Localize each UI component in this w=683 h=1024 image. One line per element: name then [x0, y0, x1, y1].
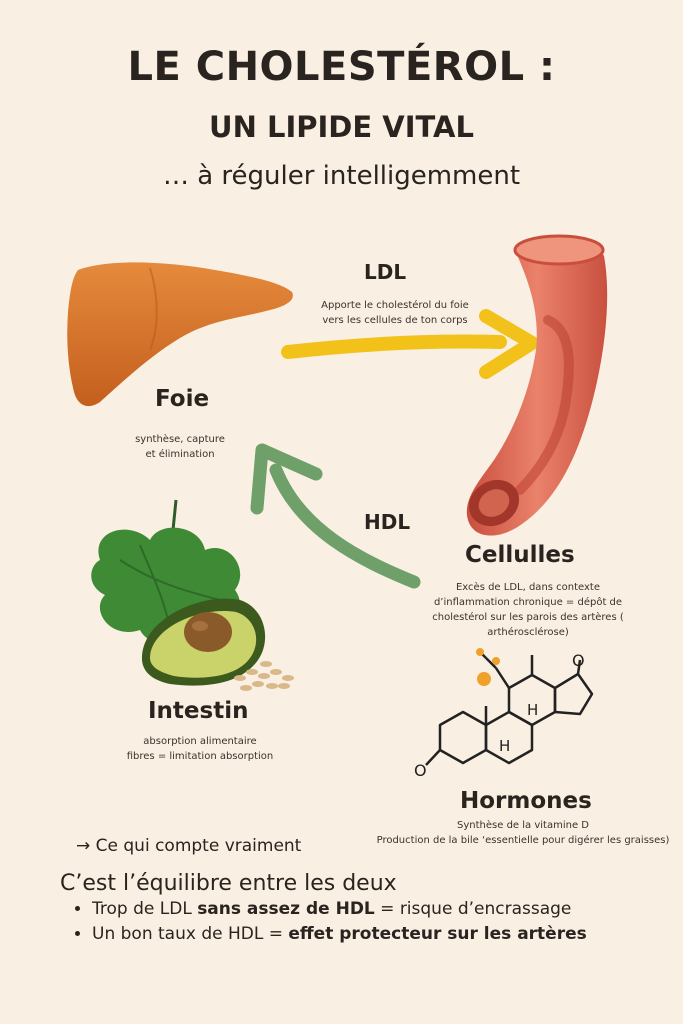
cellules-label: Cellulles — [465, 542, 575, 568]
hormones-label: Hormones — [460, 788, 592, 814]
hormones-description: Synthèse de la vitamine D Production de … — [370, 818, 676, 848]
artery-icon — [466, 234, 608, 536]
bullet-text: Trop de LDL — [92, 899, 198, 919]
cellules-desc-line: Excès de LDL, dans contexte — [455, 582, 601, 593]
ldl-desc-line: vers les cellules de ton corps — [322, 315, 468, 326]
foie-desc-line: et élimination — [145, 449, 215, 460]
bullet-item: Un bon taux de HDL = effet protecteur su… — [92, 922, 683, 947]
hormones-desc-line: Production de la bile ‘essentielle pour … — [376, 835, 670, 846]
hormones-desc-line: Synthèse de la vitamine D — [457, 820, 589, 831]
molecule-o-label-2: O — [572, 651, 585, 670]
footer-lead: → Ce qui compte vraiment — [76, 836, 302, 856]
hormone-side-chain-icon — [476, 648, 500, 686]
bullet-text: = risque d’encrassage — [374, 899, 572, 919]
ldl-desc-line: Apporte le cholestérol du foie — [321, 300, 469, 311]
molecule-o-label-1: O — [414, 761, 427, 780]
title-line-3: … à réguler intelligemment — [162, 161, 521, 191]
bullet-bold-text: effet protecteur sur les artères — [288, 924, 587, 944]
ldl-arrow — [281, 309, 539, 379]
bullet-item: Trop de LDL sans assez de HDL = risque d… — [92, 897, 683, 922]
intestin-desc-line: absorption alimentaire — [143, 736, 257, 747]
molecule-h-label-2: H — [499, 737, 510, 755]
steroid-molecule-icon — [425, 649, 594, 766]
foie-label: Foie — [155, 386, 210, 412]
footer-conclusion: C’est l’équilibre entre les deux — [60, 871, 397, 896]
bullet-text: Un bon taux de HDL = — [92, 924, 289, 944]
cellules-desc-line: d’inflammation chronique = dépôt de — [433, 597, 623, 608]
foie-desc-line: synthèse, capture — [135, 434, 225, 445]
title-line-2: UN LIPIDE VITAL — [209, 110, 474, 144]
ldl-label: LDL — [364, 260, 407, 284]
cellules-desc-line: cholestérol sur les parois des artères ( — [432, 612, 624, 623]
molecule-h-label-1: H — [527, 701, 538, 719]
cellules-description: Excès de LDL, dans contexte d’inflammati… — [408, 580, 648, 640]
avocado-icon — [141, 598, 266, 686]
bullet-bold-text: sans assez de HDL — [197, 899, 375, 919]
hdl-arrow — [250, 443, 421, 589]
foie-description: synthèse, capture et élimination — [120, 432, 240, 462]
seeds-icon — [234, 661, 294, 691]
liver-icon — [67, 262, 293, 407]
hdl-label: HDL — [364, 510, 411, 534]
ldl-description: Apporte le cholestérol du foie vers les … — [300, 298, 490, 328]
cellules-desc-line: arthérosclérose) — [487, 627, 569, 638]
intestin-description: absorption alimentaire fibres = limitati… — [110, 734, 290, 764]
footer-bullets: Trop de LDL sans assez de HDL = risque d… — [68, 897, 683, 947]
intestin-label: Intestin — [148, 698, 249, 724]
title-line-1: LE CHOLESTÉROL : — [127, 44, 556, 90]
intestin-desc-line: fibres = limitation absorption — [126, 751, 274, 762]
